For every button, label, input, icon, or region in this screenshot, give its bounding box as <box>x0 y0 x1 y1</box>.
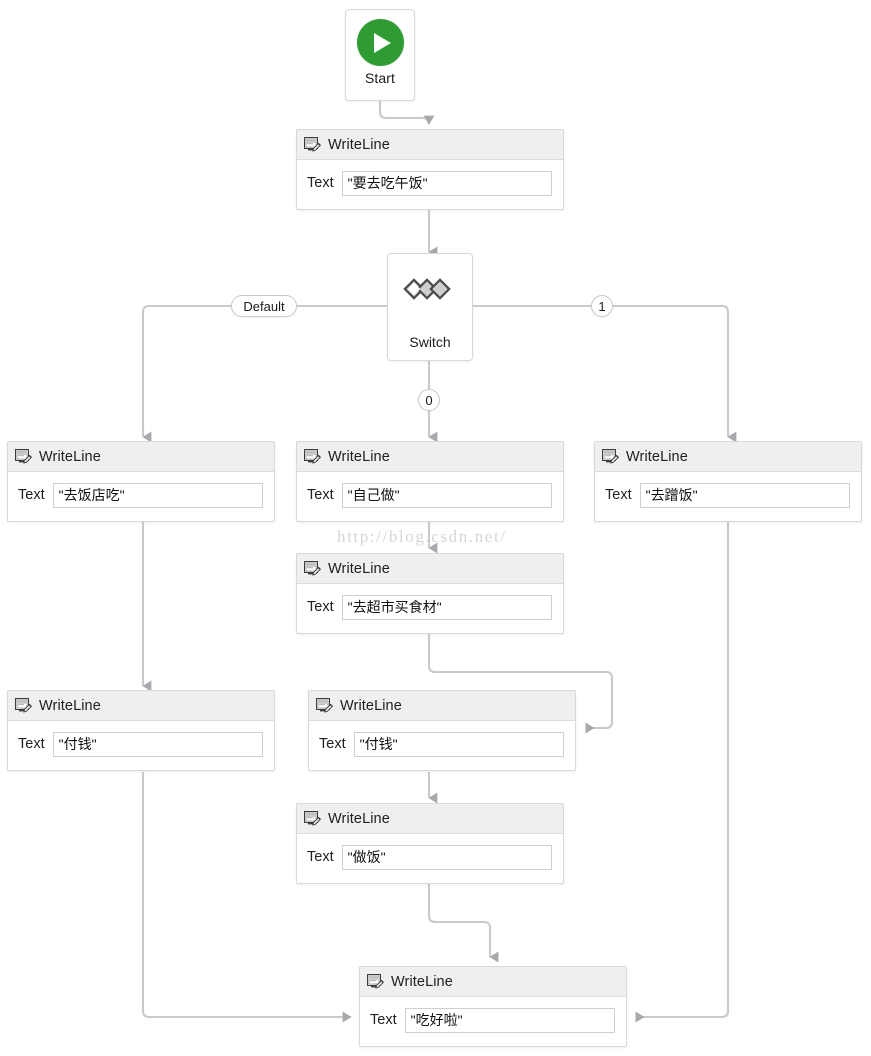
field-label: Text <box>307 599 334 615</box>
writeline-icon <box>367 974 384 989</box>
writeline-icon <box>316 698 333 713</box>
card-title: WriteLine <box>328 448 390 465</box>
writeline-icon <box>304 561 321 576</box>
branch-label-1-text: 1 <box>598 298 606 314</box>
watermark-text: http://blog.csdn.net/ <box>337 527 507 546</box>
branch-label-0-text: 0 <box>425 392 433 408</box>
switch-label: Switch <box>409 334 451 350</box>
card-header: WriteLine <box>297 442 563 472</box>
play-icon <box>356 19 404 66</box>
field-label: Text <box>307 175 334 191</box>
switch-node[interactable]: Switch <box>387 253 473 361</box>
card-title: WriteLine <box>328 136 390 153</box>
card-body: Text "去蹭饭" <box>595 472 861 518</box>
writeline-icon <box>15 449 32 464</box>
card-header: WriteLine <box>297 804 563 834</box>
writeline-card[interactable]: WriteLine Text "付钱" <box>308 690 576 771</box>
card-body: Text "去超市买食材" <box>297 584 563 630</box>
switch-diamonds-icon <box>403 278 451 300</box>
writeline-card[interactable]: WriteLine Text "要去吃午饭" <box>296 129 564 210</box>
writeline-card[interactable]: WriteLine Text "去超市买食材" <box>296 553 564 634</box>
writeline-card[interactable]: WriteLine Text "去饭店吃" <box>7 441 275 522</box>
text-input[interactable]: "自己做" <box>341 482 552 508</box>
card-title: WriteLine <box>626 448 688 465</box>
card-body: Text "吃好啦" <box>360 997 626 1043</box>
writeline-icon <box>15 698 32 713</box>
card-body: Text "要去吃午饭" <box>297 160 563 206</box>
text-input[interactable]: "付钱" <box>52 731 263 757</box>
branch-label-default-text: Default <box>243 298 285 314</box>
text-input[interactable]: "去饭店吃" <box>52 482 263 508</box>
text-input[interactable]: "去超市买食材" <box>341 594 552 620</box>
field-label: Text <box>307 487 334 503</box>
writeline-card[interactable]: WriteLine Text "做饭" <box>296 803 564 884</box>
text-input[interactable]: "吃好啦" <box>404 1007 615 1033</box>
card-header: WriteLine <box>297 554 563 584</box>
field-label: Text <box>18 487 45 503</box>
branch-label-0[interactable]: 0 <box>418 389 440 411</box>
card-header: WriteLine <box>8 442 274 472</box>
card-header: WriteLine <box>309 691 575 721</box>
text-input[interactable]: "去蹭饭" <box>639 482 850 508</box>
card-title: WriteLine <box>391 973 453 990</box>
card-body: Text "去饭店吃" <box>8 472 274 518</box>
branch-label-default[interactable]: Default <box>231 295 297 317</box>
card-body: Text "付钱" <box>309 721 575 767</box>
start-label: Start <box>364 70 396 86</box>
play-triangle <box>374 32 391 53</box>
field-label: Text <box>370 1012 397 1028</box>
writeline-icon <box>304 811 321 826</box>
card-title: WriteLine <box>39 448 101 465</box>
card-body: Text "自己做" <box>297 472 563 518</box>
writeline-card[interactable]: WriteLine Text "去蹭饭" <box>594 441 862 522</box>
card-title: WriteLine <box>328 810 390 827</box>
writeline-card[interactable]: WriteLine Text "吃好啦" <box>359 966 627 1047</box>
branch-label-1[interactable]: 1 <box>591 295 613 317</box>
writeline-icon <box>304 137 321 152</box>
card-title: WriteLine <box>340 697 402 714</box>
text-input[interactable]: "要去吃午饭" <box>341 170 552 196</box>
writeline-icon <box>602 449 619 464</box>
field-label: Text <box>605 487 632 503</box>
text-input[interactable]: "付钱" <box>353 731 564 757</box>
card-header: WriteLine <box>297 130 563 160</box>
writeline-card[interactable]: WriteLine Text "付钱" <box>7 690 275 771</box>
field-label: Text <box>319 736 346 752</box>
card-header: WriteLine <box>360 967 626 997</box>
card-title: WriteLine <box>328 560 390 577</box>
start-node[interactable]: Start <box>345 9 415 101</box>
card-header: WriteLine <box>595 442 861 472</box>
card-title: WriteLine <box>39 697 101 714</box>
card-body: Text "付钱" <box>8 721 274 767</box>
writeline-card[interactable]: WriteLine Text "自己做" <box>296 441 564 522</box>
field-label: Text <box>307 849 334 865</box>
card-body: Text "做饭" <box>297 834 563 880</box>
card-header: WriteLine <box>8 691 274 721</box>
field-label: Text <box>18 736 45 752</box>
text-input[interactable]: "做饭" <box>341 844 552 870</box>
writeline-icon <box>304 449 321 464</box>
